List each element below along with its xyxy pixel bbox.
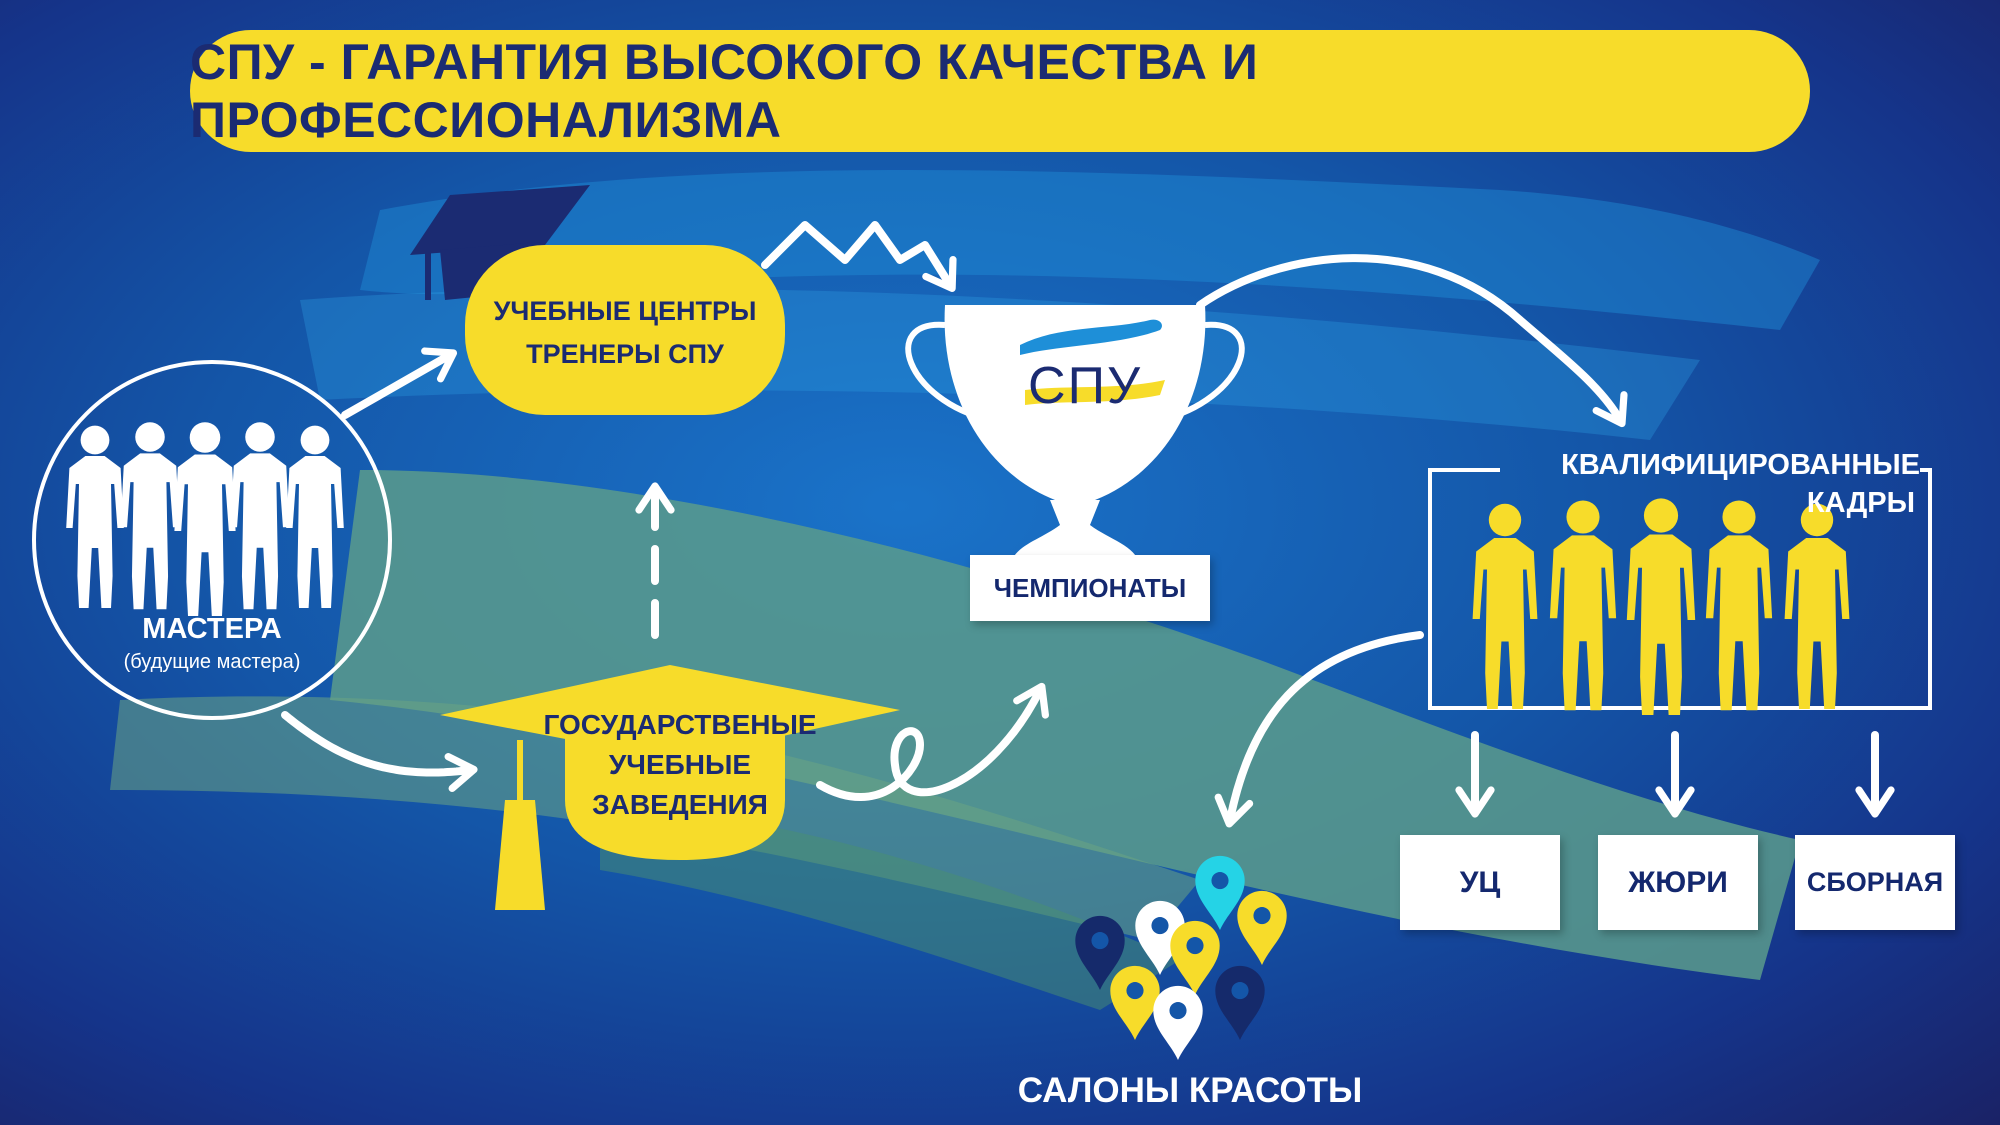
- championships-box: ЧЕМПИОНАТЫ: [970, 555, 1210, 621]
- trophy-icon: [905, 305, 1245, 565]
- curly-arrow-to-trophy: [816, 682, 1049, 801]
- masters-silhouettes: [66, 422, 344, 616]
- title-banner: СПУ - ГАРАНТИЯ ВЫСОКОГО КАЧЕСТВА И ПРОФЕ…: [190, 30, 1810, 152]
- arrow-masters-to-institutions: [281, 711, 478, 792]
- training-centers-shape: [465, 245, 785, 415]
- state-institutions-line2: УЧЕБНЫЕ: [608, 749, 752, 780]
- outcome-label-team: СБОРНАЯ: [1806, 867, 1944, 897]
- cup-logo-text: СПУ: [1028, 357, 1142, 415]
- training-centers-line1: УЧЕБНЫЕ ЦЕНТРЫ: [493, 296, 757, 326]
- outcome-box-team: СБОРНАЯ: [1795, 835, 1955, 930]
- qualified-staff-silhouettes: [1472, 498, 1850, 715]
- map-pin-icon: [1237, 890, 1287, 965]
- arrow-masters-to-centers: [341, 347, 458, 419]
- map-pin-icon: [1153, 985, 1203, 1060]
- map-pin-icon: [1110, 965, 1160, 1040]
- training-centers-line2: ТРЕНЕРЫ СПУ: [526, 339, 724, 369]
- flow-arrows: [281, 221, 1895, 828]
- qualified-staff-line1: КВАЛИФИЦИРОВАННЫЕ: [1561, 449, 1920, 481]
- page-title: СПУ - ГАРАНТИЯ ВЫСОКОГО КАЧЕСТВА И ПРОФЕ…: [190, 34, 1259, 148]
- outcome-label-uc: УЦ: [1459, 865, 1501, 899]
- state-institutions-line3: ЗАВЕДЕНИЯ: [592, 789, 768, 820]
- arrow-trophy-to-staff: [1196, 254, 1628, 428]
- outcome-box-uc: УЦ: [1400, 835, 1560, 930]
- arrow-staff-to-salons: [1214, 631, 1424, 828]
- qualified-staff-line2: КАДРЫ: [1806, 487, 1915, 519]
- salons-label: САЛОНЫ КРАСОТЫ: [1017, 1071, 1363, 1110]
- masters-sublabel: (будущие мастера): [123, 651, 301, 673]
- outcome-box-jury: ЖЮРИ: [1598, 835, 1758, 930]
- outcome-label-jury: ЖЮРИ: [1628, 865, 1728, 899]
- championships-label: ЧЕМПИОНАТЫ: [993, 572, 1187, 603]
- map-pin-icon: [1170, 920, 1220, 995]
- map-pin-icon: [1195, 855, 1245, 930]
- masters-circle: [32, 360, 392, 720]
- masters-label: МАСТЕРА: [142, 613, 282, 645]
- state-institutions-line1: ГОСУДАРСТВЕНЫЕ: [543, 709, 817, 740]
- zigzag-arrow-to-trophy: [761, 221, 957, 292]
- mortarboard-icon: [440, 665, 900, 910]
- map-pin-icon: [1215, 965, 1265, 1040]
- brush-strokes: [110, 170, 1820, 1010]
